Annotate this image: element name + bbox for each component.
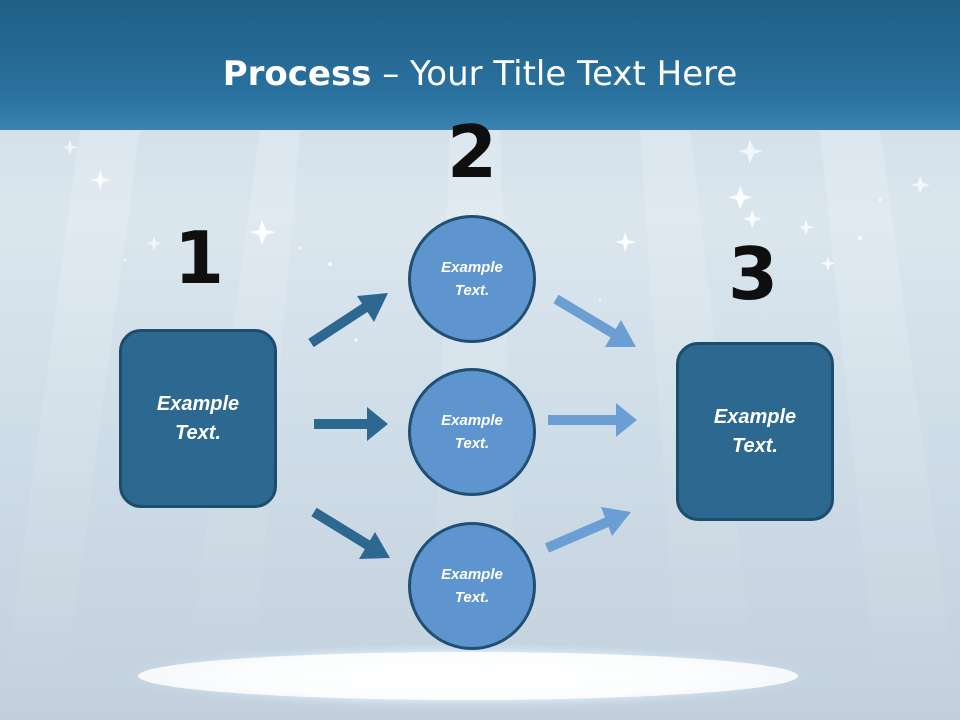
step-2-circle-middle: Example Text. bbox=[408, 368, 536, 496]
arrow-bottom-to-3 bbox=[545, 507, 631, 553]
title-bar bbox=[0, 0, 960, 130]
slide-title: Process – Your Title Text Here bbox=[0, 52, 960, 96]
arrow-top-to-3 bbox=[553, 294, 636, 347]
arrow-1-to-bottom bbox=[311, 507, 390, 559]
title-bold: Process bbox=[222, 54, 372, 94]
step-2-label-bottom: Example Text. bbox=[441, 566, 503, 606]
step-1-label: Example Text. bbox=[156, 392, 240, 444]
step-3-label: Example Text. bbox=[713, 405, 797, 457]
arrow-middle-to-3 bbox=[548, 403, 637, 437]
step-3-box: Example Text. bbox=[676, 342, 834, 521]
title-rest: – Your Title Text Here bbox=[371, 54, 738, 94]
step-2-circle-top: Example Text. bbox=[408, 215, 536, 343]
step-2-label-top: Example Text. bbox=[441, 259, 503, 299]
arrow-1-to-top bbox=[308, 293, 388, 348]
step-2-circle-bottom: Example Text. bbox=[408, 522, 536, 650]
arrow-1-to-middle bbox=[314, 407, 388, 441]
step-number-2: 2 bbox=[446, 110, 498, 194]
step-1-box: Example Text. bbox=[119, 329, 277, 508]
step-number-3: 3 bbox=[727, 232, 779, 316]
step-2-label-middle: Example Text. bbox=[441, 412, 503, 452]
step-number-1: 1 bbox=[173, 216, 225, 300]
sparkle-stars bbox=[62, 140, 930, 342]
